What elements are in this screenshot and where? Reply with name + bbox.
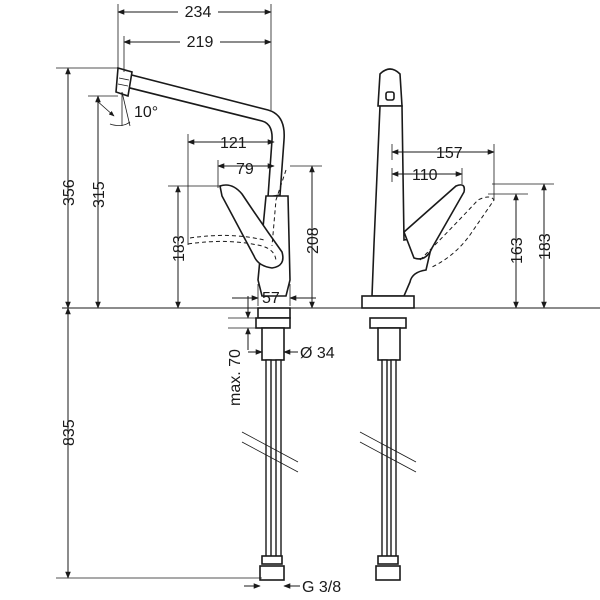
side-connector-nut [377, 555, 399, 565]
hose-left [265, 359, 272, 561]
dim-lever-reach-b: 79 [236, 161, 254, 178]
lever-alt-position [187, 169, 287, 263]
connector [259, 565, 285, 581]
dim-base-width: 57 [262, 290, 280, 307]
side-break-mark [359, 431, 417, 473]
side-spout-head [377, 68, 403, 107]
side-hose-left [381, 359, 388, 561]
dim-reach-spout: 219 [187, 34, 214, 51]
side-mounting-ring [369, 317, 407, 329]
dim-side-reach-b: 110 [412, 167, 438, 184]
aerator [115, 66, 133, 98]
mounting-shank [261, 327, 285, 361]
side-connector [375, 565, 401, 581]
dim-reach-total: 234 [185, 4, 212, 21]
break-mark [241, 431, 299, 473]
dim-swivel-angle: 10° [134, 104, 158, 121]
side-aerator [385, 91, 395, 101]
mounting-ring [255, 317, 291, 329]
dim-connection: G 3/8 [302, 579, 341, 596]
side-lever [403, 184, 466, 260]
dim-height-lever-side-a: 163 [509, 237, 526, 264]
dim-hose-length: 835 [61, 419, 78, 446]
hose-right [275, 359, 282, 561]
side-shank [377, 327, 401, 361]
spout [119, 70, 285, 198]
dim-side-reach-a: 157 [436, 145, 463, 162]
dim-height-lever-left: 183 [171, 235, 188, 262]
side-view: 157 110 163 183 [359, 68, 554, 581]
dim-height-lever-side-b: 183 [537, 233, 554, 260]
dim-height-body: 208 [305, 227, 322, 254]
dim-hole-diameter: Ø 34 [300, 345, 335, 362]
base-plate [257, 307, 291, 319]
dim-lever-reach-a: 121 [220, 135, 247, 152]
connector-nut [261, 555, 283, 565]
lever-handle [219, 184, 284, 269]
side-base [361, 295, 415, 309]
front-view: 234 219 10° 121 79 356 315 183 [56, 3, 600, 596]
side-body [371, 105, 433, 297]
dim-height-spout: 315 [91, 181, 108, 208]
dim-max-thickness: max. 70 [227, 349, 244, 406]
side-lever-alt-position [419, 196, 495, 269]
dim-height-total: 356 [61, 179, 78, 206]
